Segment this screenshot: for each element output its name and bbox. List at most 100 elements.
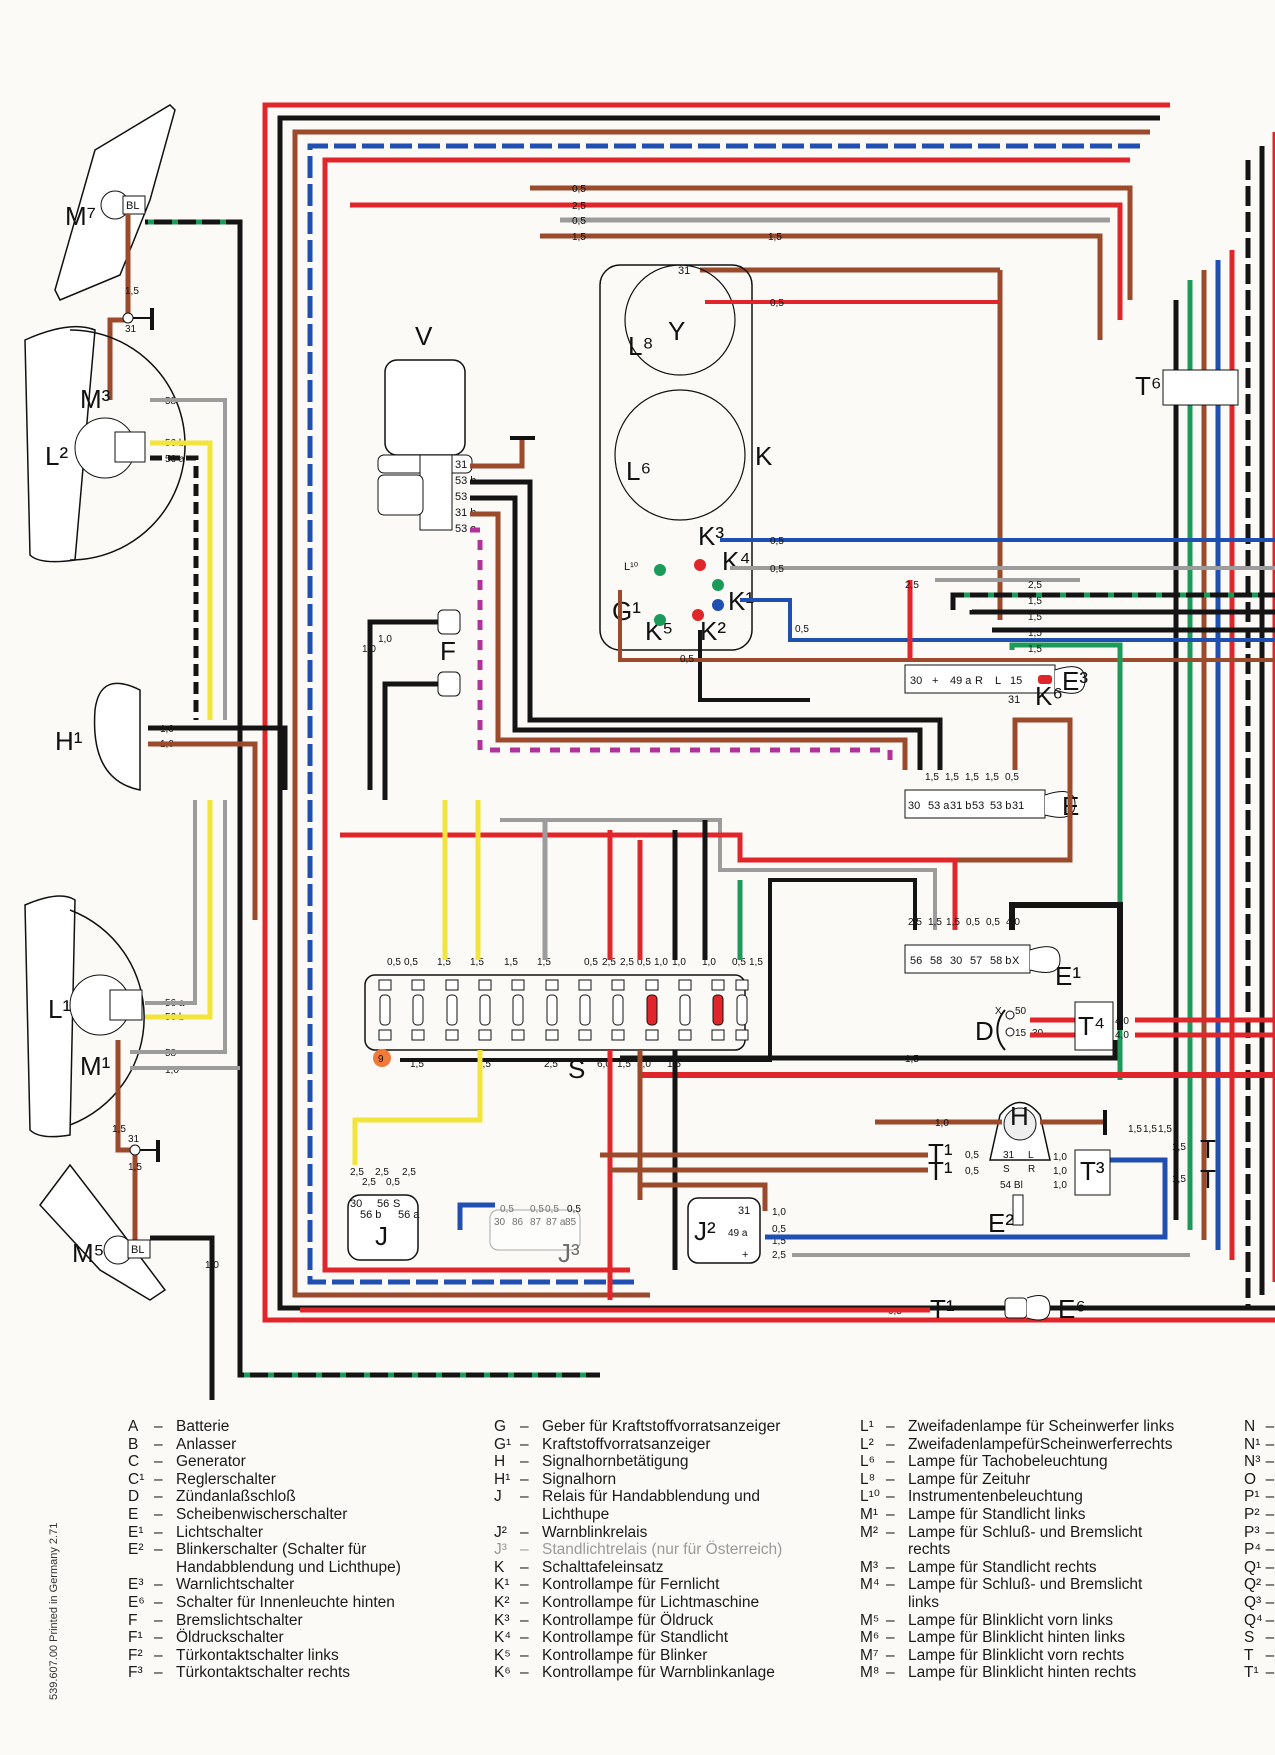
svg-text:H¹: H¹ — [55, 726, 83, 756]
legend-text: Lampe für Zeituhr — [908, 1470, 1031, 1488]
fuse — [611, 979, 625, 1041]
svg-text:E²: E² — [988, 1208, 1014, 1238]
legend-key: K³ — [494, 1611, 510, 1629]
svg-text:1,0: 1,0 — [165, 1065, 179, 1076]
wiper-switch-E: 30 53 a 31 b 53 53 b 31 E 1,5 1,5 1,5 1,… — [904, 772, 1079, 821]
legend-dash: – — [1265, 1488, 1275, 1506]
legend-item: T– — [1244, 1647, 1275, 1665]
svg-text:53: 53 — [972, 800, 984, 812]
instrument-cluster-K: Y K L⁸ L⁶ 31 L¹⁰ G¹ K³ K⁴ K¹ K⁵ K² — [599, 264, 773, 651]
legend-item: G¹–Kraftstoffvorratsanzeiger — [494, 1436, 782, 1454]
legend-dash: – — [886, 1453, 895, 1471]
svg-text:54 Bl: 54 Bl — [1000, 1180, 1023, 1191]
fuse-bottom-gauge: 2,5 — [477, 1059, 491, 1070]
legend-item: O– — [1244, 1471, 1275, 1489]
legend-text: Öldruckschalter — [176, 1629, 284, 1647]
legend-key: M⁷ — [860, 1646, 879, 1664]
legend-key: S — [1244, 1629, 1255, 1647]
svg-text:S: S — [568, 1054, 585, 1084]
svg-text:M⁵: M⁵ — [72, 1238, 104, 1268]
svg-text:0,5: 0,5 — [770, 536, 784, 547]
svg-text:M⁷: M⁷ — [65, 201, 96, 231]
svg-text:0,5: 0,5 — [567, 1204, 581, 1215]
legend-dash: – — [154, 1646, 163, 1664]
wire-L1-ground — [115, 1040, 138, 1250]
svg-text:K²: K² — [700, 616, 726, 646]
svg-text:1,5: 1,5 — [965, 772, 979, 783]
legend-text: Bremslichtschalter — [176, 1611, 303, 1629]
legend-text: Schalttafeleinsatz — [542, 1558, 664, 1576]
legend-text: Lampe für Blinklicht vorn rechts — [908, 1646, 1125, 1664]
svg-text:0,5: 0,5 — [545, 1204, 559, 1215]
svg-text:4,0: 4,0 — [1115, 1016, 1129, 1027]
lamp-M5: BL M⁵ — [39, 1163, 167, 1301]
svg-text:1,5: 1,5 — [925, 772, 939, 783]
fuse-bottom-gauge: 1,5 — [410, 1059, 424, 1070]
brake-switch-F: F — [437, 609, 461, 697]
legend-text: Signalhornbetätigung — [542, 1453, 689, 1471]
legend-key: Q³ — [1244, 1593, 1262, 1611]
ground-point — [129, 1144, 141, 1156]
legend-item: P⁴– — [1244, 1541, 1275, 1559]
legend-dash: – — [520, 1629, 529, 1647]
legend-text: Warnlichtschalter — [176, 1576, 295, 1594]
legend-dash: – — [886, 1523, 895, 1541]
fuse — [545, 979, 559, 1041]
svg-text:4,0: 4,0 — [1115, 1030, 1129, 1041]
legend-dash: – — [154, 1435, 163, 1453]
legend-item: M⁵–Lampe für Blinklicht vorn links — [860, 1612, 1174, 1630]
svg-text:1,5: 1,5 — [772, 1236, 786, 1247]
fuse-wires — [352, 800, 743, 1300]
svg-text:BL: BL — [126, 200, 139, 212]
connector-T-right: T T 1,5 1,5 1,5 1,5 1,5 — [1128, 1124, 1216, 1194]
legend-item: B–Anlasser — [128, 1436, 401, 1454]
fuse — [645, 979, 659, 1041]
svg-text:2,5: 2,5 — [772, 1250, 786, 1261]
legend-text: Lampe für Standlicht links — [908, 1505, 1086, 1523]
svg-text:J²: J² — [694, 1216, 716, 1246]
svg-text:L⁸: L⁸ — [628, 331, 653, 361]
svg-text:F: F — [440, 636, 456, 666]
legend-key: N — [1244, 1418, 1256, 1435]
svg-text:BL: BL — [131, 1244, 144, 1256]
legend-dash: – — [520, 1558, 529, 1576]
legend-key: G — [494, 1418, 507, 1435]
svg-text:53 b: 53 b — [990, 800, 1011, 812]
fuse-top-gauge: 1,0 — [654, 957, 668, 968]
svg-text:L: L — [1028, 1150, 1034, 1161]
legend-text: Türkontaktschalter rechts — [176, 1664, 351, 1682]
legend-key: C¹ — [128, 1470, 145, 1488]
svg-text:2,5: 2,5 — [402, 1167, 416, 1178]
legend-item-continuation: rechts — [908, 1541, 951, 1559]
svg-text:L²: L² — [45, 441, 68, 471]
fuse-top-gauge: 0,5 — [584, 957, 598, 968]
legend-text: Kontrollampe für Öldruck — [542, 1611, 714, 1629]
legend-text: Generator — [176, 1453, 246, 1471]
legend-dash: – — [520, 1664, 529, 1682]
legend-key: T — [1244, 1646, 1254, 1664]
legend-key: D — [128, 1488, 140, 1506]
legend-dash: – — [1265, 1664, 1275, 1682]
fuse — [711, 979, 725, 1041]
svg-text:53: 53 — [455, 491, 467, 503]
legend-key: E¹ — [128, 1523, 144, 1541]
svg-text:0,5: 0,5 — [530, 1204, 544, 1215]
svg-text:53 a: 53 a — [928, 800, 950, 812]
legend-item: M⁴–Lampe für Schluß- und Bremslicht — [860, 1576, 1174, 1594]
headlamp-L1: L¹ M¹ 56 a 56 b 58 1,0 — [24, 895, 185, 1138]
legend-dash: – — [154, 1611, 163, 1629]
wire-D-1.5 — [620, 1040, 1118, 1061]
legend-dash: – — [520, 1418, 529, 1435]
legend-item: P²– — [1244, 1506, 1275, 1524]
legend-text: Batterie — [176, 1418, 230, 1435]
legend-dash: – — [520, 1470, 529, 1488]
wire-bundle-outer — [262, 102, 1275, 1323]
legend-text: Blinkerschalter (Schalter für — [176, 1541, 367, 1559]
legend-dash: – — [886, 1470, 895, 1488]
legend-text: Lampe für Tachobeleuchtung — [908, 1453, 1108, 1471]
svg-text:1,5: 1,5 — [1028, 644, 1042, 655]
wire-horn2 — [148, 741, 258, 920]
svg-text:X: X — [995, 1006, 1002, 1017]
fuse — [511, 979, 525, 1041]
